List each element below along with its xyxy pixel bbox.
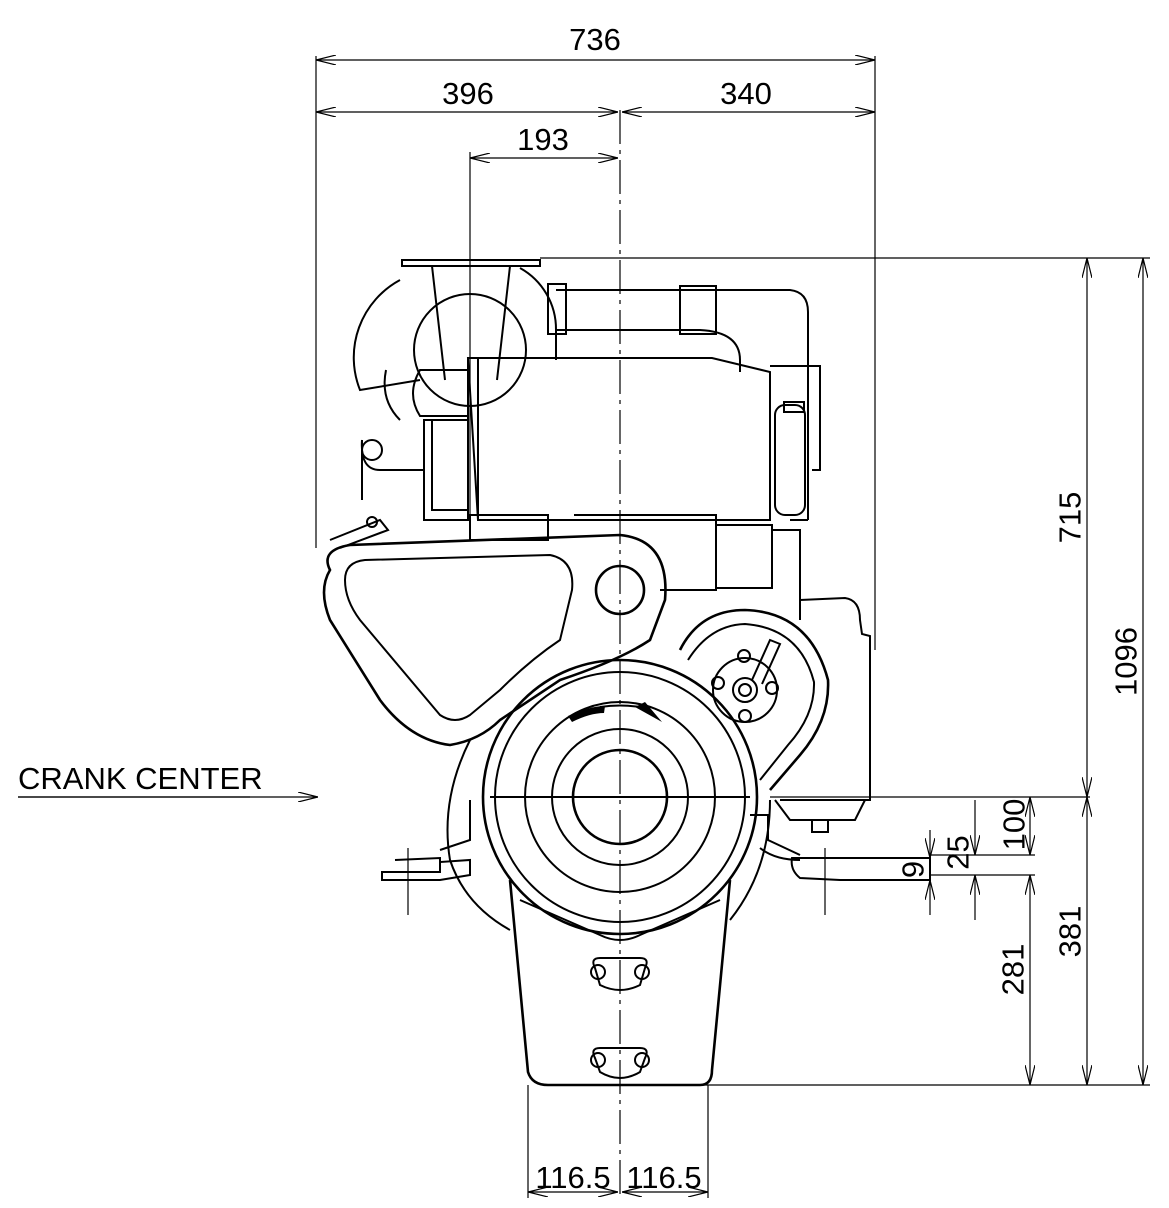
belt-housing	[322, 533, 667, 747]
right-engine-mount	[759, 847, 931, 915]
oil-pan	[508, 879, 732, 1087]
intercooler-block	[360, 357, 821, 521]
exhaust-pipe	[547, 283, 809, 521]
dim-mount-thickness-a: 25	[941, 835, 976, 869]
dim-right-width: 340	[720, 76, 772, 111]
dim-crank-to-base: 381	[1053, 906, 1088, 958]
turbocharger	[352, 259, 558, 421]
dim-height-above-crank: 715	[1053, 492, 1088, 544]
engine-block-middle	[329, 514, 801, 620]
dim-mount-thickness-b: 9	[896, 861, 931, 878]
dimension-labels: 736 396 340 193 715 1096 100 25 9 281 38…	[18, 22, 1144, 1195]
dim-overall-width: 736	[569, 22, 621, 57]
flywheel-housing	[439, 739, 801, 931]
dim-left-width: 396	[442, 76, 494, 111]
left-engine-mount	[381, 848, 471, 915]
dim-mount-to-base: 281	[996, 944, 1031, 996]
dim-mount-below-crank: 100	[997, 799, 1032, 851]
oil-filter	[774, 596, 871, 833]
dim-intake-offset: 193	[517, 122, 569, 157]
crank-center-label: CRANK CENTER	[18, 761, 263, 796]
engine-outline	[315, 56, 931, 1087]
dim-base-half-left: 116.5	[535, 1160, 610, 1195]
alternator	[678, 608, 830, 791]
dimension-lines	[18, 60, 1150, 1198]
dim-base-half-right: 116.5	[626, 1160, 701, 1195]
dim-total-height: 1096	[1109, 627, 1144, 696]
